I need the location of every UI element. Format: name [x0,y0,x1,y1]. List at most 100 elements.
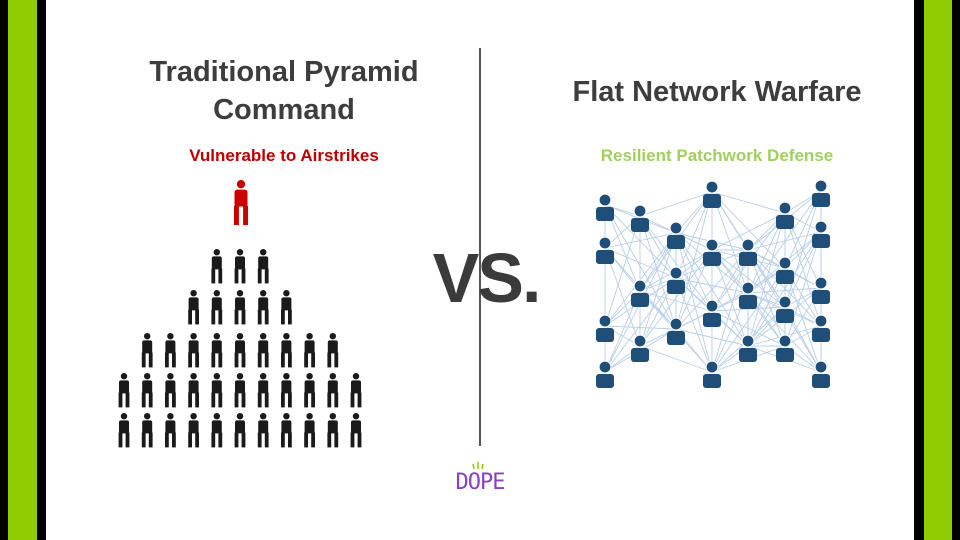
network-link [784,231,822,347]
network-link [604,277,677,373]
frame-border-right [924,0,952,540]
soldier-person-icon [211,413,223,448]
network-node-icon [596,360,614,388]
network-link [784,190,822,308]
network-link [747,190,822,294]
soldier-person-icon [257,373,269,408]
network-link [604,215,641,327]
network-link [747,292,822,373]
network-link [604,247,677,279]
network-link [604,325,677,330]
soldier-person-icon [188,373,199,408]
network-node-icon [812,276,830,304]
network-node-icon [596,314,614,342]
network-link [604,204,677,330]
network-link [675,232,713,373]
pyramid-hierarchy [118,180,362,448]
soldier-person-icon [234,413,246,448]
soldier-person-icon [304,373,315,408]
network-node-icon [703,180,721,208]
lightbulb-icon [472,462,484,470]
soldier-person-icon [211,333,223,368]
network-node-icon [703,360,721,388]
dope-logo: DOPE [455,470,506,495]
soldier-person-icon [257,333,269,368]
network-node-icon [703,238,721,266]
network-node-icon [596,193,614,221]
soldier-person-icon [211,290,223,325]
network-link [604,232,677,249]
soldier-person-icon [234,333,246,368]
soldier-person-icon [257,249,269,284]
network-link [711,191,786,214]
soldier-person-icon [350,373,362,408]
network-node-icon [631,334,649,362]
network-link [711,310,786,347]
network-link [711,191,749,294]
network-link [639,191,713,217]
network-node-icon [667,317,685,345]
network-nodes [596,179,830,388]
network-link [675,191,713,330]
network-node-icon [703,299,721,327]
soldier-person-icon [165,413,176,448]
network-node-icon [812,314,830,342]
network-node-icon [776,256,794,284]
soldier-person-icon [118,373,130,408]
network-link [747,249,822,327]
network-link [711,249,786,308]
soldier-person-icon [281,290,292,325]
soldier-person-icon [211,373,223,408]
soldier-person-icon [141,333,153,368]
network-link [711,249,749,373]
network-link [747,231,822,347]
soldier-person-icon [327,373,339,408]
network-title: Flat Network Warfare [572,76,862,108]
soldier-person-icon [234,373,246,408]
network-node-icon [776,334,794,362]
network-link [639,232,677,347]
pyramid-title: Traditional Pyramid Command [149,56,419,126]
soldier-person-icon [234,249,246,284]
soldier-person-icon [257,290,269,325]
soldier-person-icon [141,413,153,448]
soldier-person-icon [188,333,199,368]
soldier-person-icon [281,373,292,408]
soldier-person-icon [257,413,269,448]
network-node-icon [776,201,794,229]
soldier-person-icon [211,249,223,284]
network-link [747,212,786,347]
leader-person-icon [233,180,249,226]
network-link [711,267,786,373]
network-node-icon [667,266,685,294]
network-subtitle: Resilient Patchwork Defense [600,146,834,165]
network-node-icon [776,295,794,323]
soldier-person-icon [350,413,362,448]
soldier-person-icon [327,413,339,448]
network-link [604,247,641,347]
soldier-person-icon [234,290,246,325]
network-link [604,204,677,279]
soldier-person-icon [327,333,339,368]
center-divider [479,48,481,446]
network-node-icon [812,360,830,388]
soldier-person-icon [118,413,130,448]
soldier-person-icon [281,333,292,368]
network-node-icon [812,179,830,207]
network-node-icon [631,204,649,232]
network-node-icon [739,334,757,362]
network-node-icon [667,221,685,249]
network-link [747,231,822,251]
network-node-icon [812,220,830,248]
network-link [711,212,786,251]
network-link [639,215,677,330]
network-node-icon [631,279,649,307]
network-node-icon [739,281,757,309]
soldier-person-icon [304,333,315,368]
vs-label: VS. [432,239,542,317]
soldier-person-icon [165,373,176,408]
soldier-person-icon [188,290,199,325]
slide-panel: Traditional Pyramid Command Vulnerable t… [46,0,914,540]
network-node-icon [596,236,614,264]
soldier-person-icon [304,413,315,448]
